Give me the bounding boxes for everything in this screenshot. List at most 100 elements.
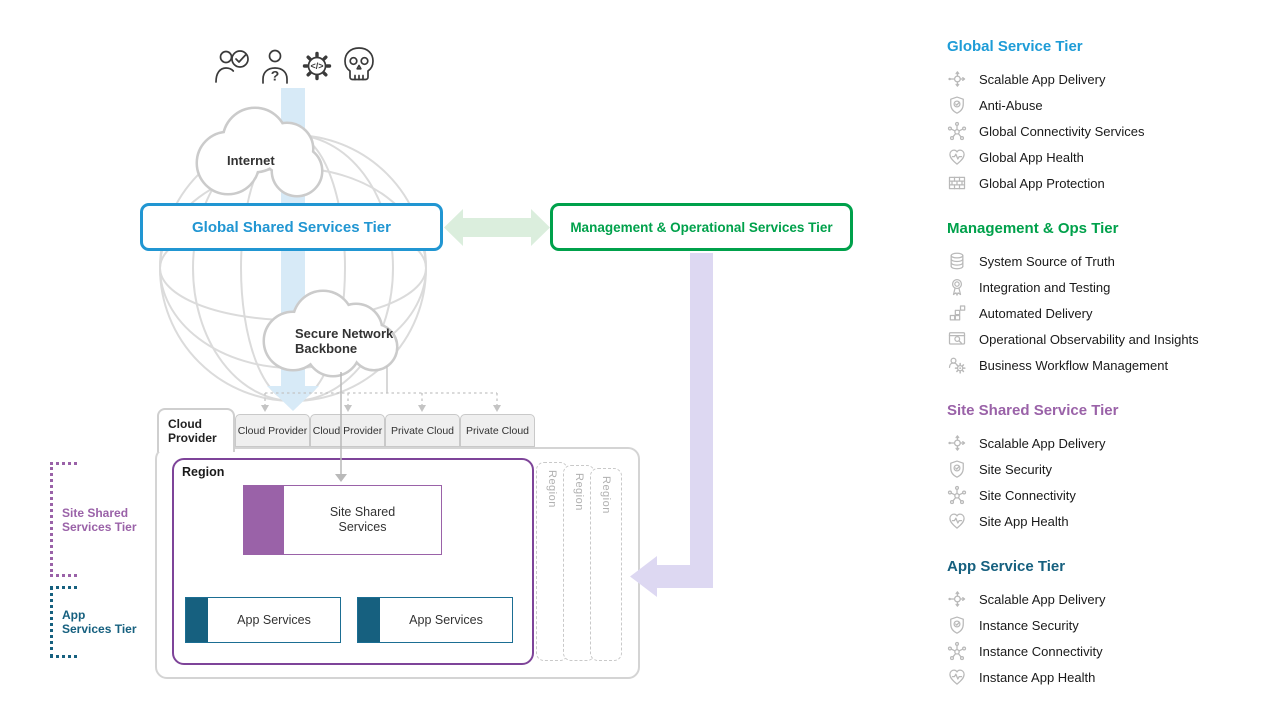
- legend-item-label: Site Security: [979, 461, 1052, 477]
- internet-cloud: [195, 106, 324, 198]
- legend-item: Global App Health: [947, 144, 1267, 170]
- shield-check-icon: [947, 615, 967, 635]
- tab-label: Cloud Provider: [237, 424, 308, 437]
- legend-section-app: App Service Tier Scalable App Delivery I…: [947, 558, 1267, 690]
- legend-item: Scalable App Delivery: [947, 430, 1267, 456]
- legend-item: System Source of Truth: [947, 248, 1267, 274]
- legend-title-global: Global Service Tier: [947, 38, 1083, 55]
- site-tier-side-label: Site Shared Services Tier: [62, 506, 137, 534]
- database-icon: [947, 251, 967, 271]
- scale-icon: [947, 433, 967, 453]
- legend-section-mgmt: Management & Ops Tier System Source of T…: [947, 220, 1267, 378]
- legend-item-label: Site Connectivity: [979, 487, 1076, 503]
- legend-title-site: Site Shared Service Tier: [947, 402, 1119, 419]
- legend-item-label: Scalable App Delivery: [979, 71, 1106, 87]
- ghost-region-label: Region: [573, 473, 585, 511]
- person-check-icon: [213, 46, 253, 86]
- legend-item-label: Automated Delivery: [979, 305, 1093, 321]
- legend-item: Operational Observability and Insights: [947, 326, 1267, 352]
- legend-item: Site Connectivity: [947, 482, 1267, 508]
- legend-item: Site Security: [947, 456, 1267, 482]
- tab-cloud-provider-active: Cloud Provider: [157, 408, 235, 452]
- mgmt-flow-arrow: [630, 253, 713, 597]
- brick-wall-icon: [947, 173, 967, 193]
- skull-icon: [340, 45, 378, 85]
- legend-item-label: System Source of Truth: [979, 253, 1115, 269]
- global-mgmt-double-arrow: [444, 209, 550, 246]
- legend-item: Global App Protection: [947, 170, 1267, 196]
- site-shared-services-box: Site Shared Services: [243, 485, 442, 555]
- ghost-region-label: Region: [546, 470, 558, 508]
- shield-check-icon: [947, 95, 967, 115]
- legend-item-label: Instance Security: [979, 617, 1079, 633]
- app-services-box-1: App Services: [185, 597, 341, 643]
- legend-title-app: App Service Tier: [947, 558, 1066, 575]
- backbone-tab-connectors: [264, 366, 498, 405]
- legend-item-label: Anti-Abuse: [979, 97, 1043, 113]
- heart-pulse-icon: [947, 667, 967, 687]
- tab-private-cloud-2: Private Cloud: [460, 414, 535, 447]
- legend-item: Instance App Health: [947, 664, 1267, 690]
- legend-item: Instance Security: [947, 612, 1267, 638]
- app-tier-bracket-bottom: [50, 655, 77, 658]
- person-gear-icon: [947, 355, 967, 375]
- app-tier-bracket: [50, 586, 53, 658]
- shield-check-icon: [947, 459, 967, 479]
- backbone-label: Secure Network Backbone: [295, 326, 394, 356]
- scale-icon: [947, 69, 967, 89]
- tab-private-cloud-1: Private Cloud: [385, 414, 460, 447]
- app-tier-bracket-top: [50, 586, 77, 589]
- app-tier-side-label: App Services Tier: [62, 608, 137, 636]
- site-tier-bracket: [50, 462, 53, 577]
- site-shared-color-block: [244, 486, 284, 554]
- legend-item-label: Operational Observability and Insights: [979, 331, 1199, 347]
- app-services-color-block: [358, 598, 380, 642]
- legend-title-mgmt: Management & Ops Tier: [947, 220, 1119, 237]
- network-icon: [947, 485, 967, 505]
- legend-section-site: Site Shared Service Tier Scalable App De…: [947, 402, 1267, 534]
- internet-label: Internet: [227, 153, 275, 168]
- legend-item-label: Scalable App Delivery: [979, 435, 1106, 451]
- network-icon: [947, 641, 967, 661]
- app-services-label: App Services: [409, 612, 483, 627]
- legend-item-label: Integration and Testing: [979, 279, 1111, 295]
- monitor-search-icon: [947, 329, 967, 349]
- legend-item: Instance Connectivity: [947, 638, 1267, 664]
- region-label: Region: [182, 465, 225, 479]
- legend-item-label: Scalable App Delivery: [979, 591, 1106, 607]
- heart-pulse-icon: [947, 147, 967, 167]
- connector-arrowheads: [261, 405, 501, 412]
- ghost-region-label: Region: [600, 476, 612, 514]
- legend-item-label: Site App Health: [979, 513, 1069, 529]
- app-services-label: App Services: [237, 612, 311, 627]
- legend-item: Scalable App Delivery: [947, 66, 1267, 92]
- legend-item-label: Instance Connectivity: [979, 643, 1103, 659]
- scale-icon: [947, 589, 967, 609]
- legend-item: Scalable App Delivery: [947, 586, 1267, 612]
- globe-graphic: [159, 134, 427, 402]
- badge-icon: [947, 277, 967, 297]
- legend-item: Global Connectivity Services: [947, 118, 1267, 144]
- gear-code-icon: [297, 46, 337, 86]
- management-ops-tier-box: Management & Operational Services Tier: [550, 203, 853, 251]
- legend-item: Site App Health: [947, 508, 1267, 534]
- site-tier-bracket-top: [50, 462, 77, 465]
- legend-item: Business Workflow Management: [947, 352, 1267, 378]
- app-services-color-block: [186, 598, 208, 642]
- tab-label: Private Cloud: [465, 424, 530, 437]
- global-tier-label: Global Shared Services Tier: [192, 218, 391, 236]
- ghost-region-1: Region: [536, 462, 568, 661]
- network-icon: [947, 121, 967, 141]
- tab-label: Cloud Provider: [312, 424, 383, 437]
- legend: Global Service Tier Scalable App Deliver…: [947, 38, 1267, 714]
- heart-pulse-icon: [947, 511, 967, 531]
- legend-item: Integration and Testing: [947, 274, 1267, 300]
- legend-item-label: Business Workflow Management: [979, 357, 1169, 373]
- site-shared-label: Site Shared Services: [329, 505, 396, 534]
- legend-section-global: Global Service Tier Scalable App Deliver…: [947, 38, 1267, 196]
- app-services-box-2: App Services: [357, 597, 513, 643]
- person-question-icon: [258, 46, 292, 86]
- ghost-region-3: Region: [590, 468, 622, 661]
- legend-item-label: Global Connectivity Services: [979, 123, 1145, 139]
